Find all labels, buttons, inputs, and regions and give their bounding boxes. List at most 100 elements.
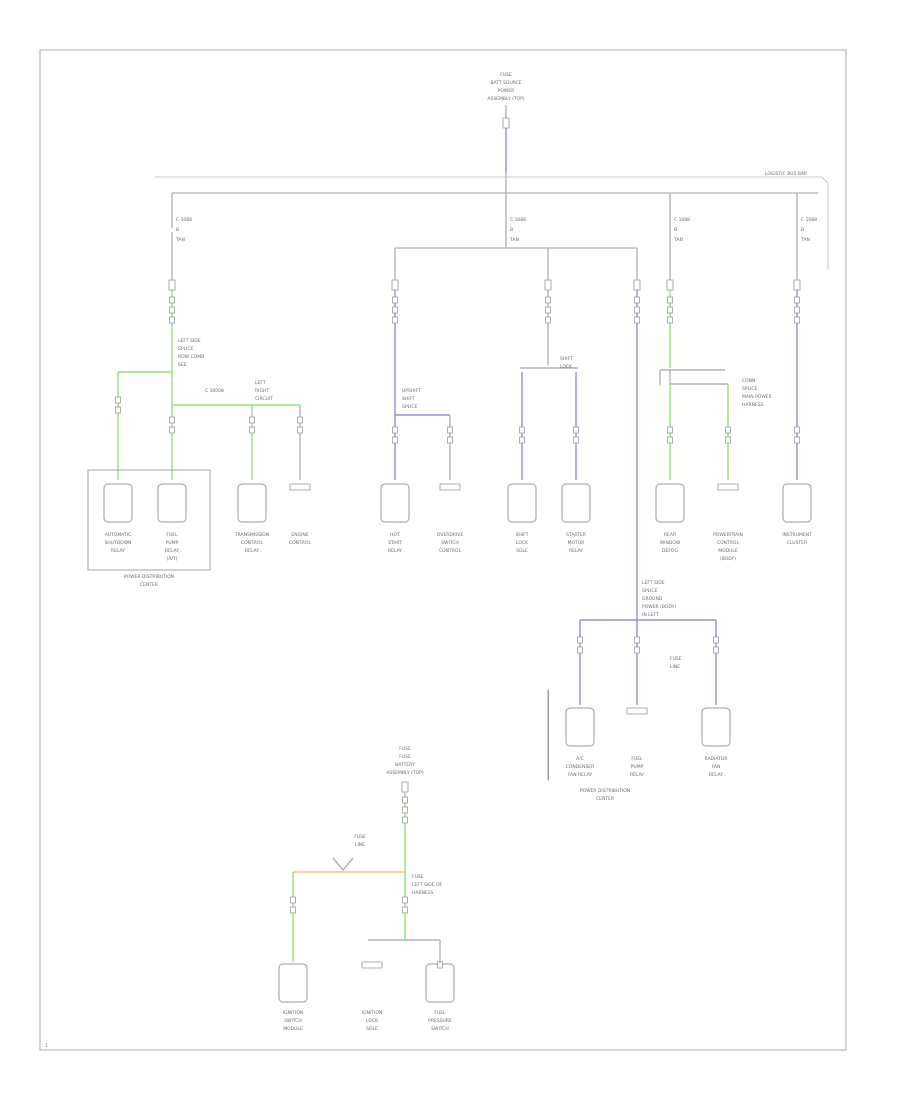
note-line: MAIN POWER xyxy=(742,394,772,400)
note-line: GROUND xyxy=(642,596,663,602)
note-line: SPLICE xyxy=(642,588,658,594)
component-label: FUEL xyxy=(434,1010,446,1016)
connector-label: C 16008 xyxy=(205,388,224,394)
component-c7: SHIFT LOCK SOLE xyxy=(507,483,537,554)
inline-connector xyxy=(794,296,800,304)
component-label: TRANSMISSION xyxy=(234,532,269,538)
component-label: POWERTRAIN xyxy=(713,532,743,538)
splice-note-g: CONN SPLICE MAIN POWER HARNESS xyxy=(742,378,772,408)
group-label: POWER DISTRIBUTION xyxy=(580,788,630,794)
note-line: FUSE xyxy=(354,834,366,840)
inline-connector xyxy=(392,426,398,434)
inline-connector xyxy=(169,416,175,424)
inline-connector xyxy=(169,296,175,304)
group-box xyxy=(87,469,211,571)
inline-connector xyxy=(545,306,551,314)
connector xyxy=(289,483,311,491)
fuse-label: TAN xyxy=(509,237,519,243)
inline-connector xyxy=(667,426,673,434)
inline-connector xyxy=(794,306,800,314)
component-label: RELAY xyxy=(111,548,125,554)
source-line: FUSE xyxy=(500,72,512,78)
group-bracket xyxy=(547,689,549,781)
component-body xyxy=(655,483,685,523)
inline-connector xyxy=(169,306,175,314)
inline-connector xyxy=(545,296,551,304)
inline-connector xyxy=(573,436,579,444)
splice-mark xyxy=(332,857,354,872)
inline-connector xyxy=(667,306,673,314)
inline-connector xyxy=(634,296,640,304)
inline-connector xyxy=(402,906,408,914)
inline-connector xyxy=(290,896,296,904)
inline-connector xyxy=(169,316,175,324)
inline-connector xyxy=(794,436,800,444)
note-line: LEFT SIDE OF xyxy=(412,882,443,888)
component-label: HOT xyxy=(390,532,400,538)
component-label: CONDENSER xyxy=(566,764,595,770)
component-c14: RADIATOR FAN RELAY xyxy=(701,707,731,778)
component-label: FAN RELAY xyxy=(568,772,592,778)
note-line: POWER (BODY) xyxy=(642,604,676,610)
component-label: CLUSTER xyxy=(787,540,807,546)
component-c16: IGNITION LOCK SOLE xyxy=(361,961,383,1032)
component-label: RELAY xyxy=(569,548,583,554)
component-label: REAR xyxy=(664,532,676,538)
component-body xyxy=(380,483,410,523)
component-label: SOLE xyxy=(366,1026,378,1032)
component-label: MOTOR xyxy=(568,540,585,546)
note-line: HARNESS xyxy=(742,402,764,408)
fuse-label: C 1088 xyxy=(510,217,526,223)
inline-connector xyxy=(392,306,398,314)
inline-connector xyxy=(634,306,640,314)
component-label: LOCK xyxy=(366,1018,379,1024)
component-body xyxy=(425,963,455,1003)
component-label: PUMP xyxy=(631,764,644,770)
fuse-label: TAN xyxy=(673,237,683,243)
component-c17: FUEL PRESSURE SWITCH xyxy=(425,963,455,1032)
note-line: FUSE xyxy=(670,656,682,662)
component-label: (A/T) xyxy=(167,556,178,562)
inline-connector xyxy=(577,636,583,644)
inline-connector xyxy=(519,436,525,444)
note-line: LINE xyxy=(670,664,680,670)
component-label: RELAY xyxy=(245,548,259,554)
splice-note-a: LEFT SIDE SPLICE ROW COMB SEE xyxy=(178,338,204,368)
component-label: CONTROL xyxy=(241,540,263,546)
component-label: WINDOW xyxy=(660,540,681,546)
component-label: OVERDRIVE xyxy=(437,532,464,538)
splice-note-d: SHIFT LOCK xyxy=(560,356,573,370)
fuse-drop-1: C 1088 B TAN xyxy=(171,193,192,248)
note-line: CIRCUIT xyxy=(255,396,273,402)
inline-connector xyxy=(402,796,408,804)
source-line: BATTERY xyxy=(395,762,415,768)
component-body xyxy=(103,483,133,523)
inline-connector xyxy=(713,646,719,654)
connector xyxy=(401,781,409,793)
component-label: CONTROL xyxy=(289,540,311,546)
component-c3: TRANSMISSION CONTROL RELAY xyxy=(234,483,269,554)
components-row-1: AUTOMATIC SHUTDOWN RELAY FUEL PUMP RELAY… xyxy=(87,469,812,588)
component-c4: ENGINE CONTROL xyxy=(289,483,311,546)
component-label: CONTROL xyxy=(439,548,461,554)
source-line: FUSE xyxy=(399,746,411,752)
connector xyxy=(717,483,739,491)
component-label: RELAY xyxy=(388,548,402,554)
inline-connector xyxy=(725,436,731,444)
fuse-drop-2: C 1088 B TAN xyxy=(505,193,526,248)
note-line: LEFT xyxy=(255,380,266,386)
inline-connector xyxy=(290,906,296,914)
component-c6: OVERDRIVE SWITCH CONTROL xyxy=(437,483,464,554)
inline-connector xyxy=(545,316,551,324)
component-body xyxy=(701,707,731,747)
component-c15: IGNITION SWITCH MODULE xyxy=(278,963,308,1032)
note-line: SPLICE xyxy=(402,404,418,410)
component-body xyxy=(237,483,267,523)
components-row-3: IGNITION SWITCH MODULE IGNITION LOCK SOL… xyxy=(278,961,455,1032)
component-label: IGNITION xyxy=(362,1010,383,1016)
component-body xyxy=(157,483,187,523)
splice-note-e: LEFT SIDE SPLICE GROUND POWER (BODY) IN … xyxy=(642,580,676,618)
splice-note-i: FUSE LEFT SIDE OF HARNESS xyxy=(412,874,443,896)
component-c2: FUEL PUMP RELAY (A/T) xyxy=(157,483,187,562)
